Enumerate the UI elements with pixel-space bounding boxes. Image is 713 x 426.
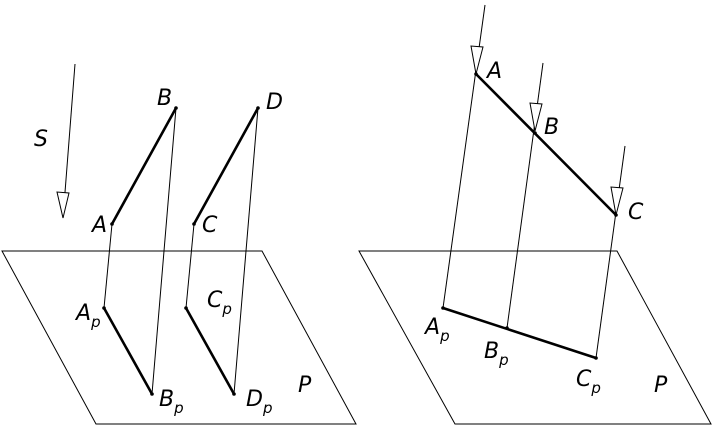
left-diagram: S B D A C Ap Cp Bp Dp P (1, 63, 357, 425)
right-label-bp: Bp (484, 339, 509, 369)
left-label-bp: Bp (159, 387, 184, 417)
left-point-d (256, 106, 260, 110)
right-segment-apcp (441, 306, 598, 360)
right-point-cp (594, 356, 598, 360)
left-segment-ab (110, 106, 178, 226)
left-point-c (192, 222, 196, 226)
right-label-ap: Ap (423, 315, 450, 345)
left-label-s: S (34, 127, 48, 152)
left-point-dp (232, 392, 236, 396)
left-ray-b (151, 107, 177, 395)
right-ray-c (595, 145, 626, 359)
right-point-bp (505, 326, 509, 330)
left-label-d: D (266, 90, 283, 115)
right-ray-b (506, 62, 544, 329)
left-point-bp (150, 392, 154, 396)
right-label-c: C (628, 200, 644, 225)
right-arrowhead-c (610, 186, 624, 216)
left-label-plane-p: P (298, 373, 312, 398)
left-ray-d (233, 107, 259, 395)
left-label-cp: Cp (207, 288, 232, 318)
right-plane-p (358, 250, 712, 425)
left-label-c: C (202, 213, 218, 238)
right-label-plane-p: P (654, 373, 668, 398)
left-point-ap (102, 306, 106, 310)
left-segment-apbp (102, 306, 154, 396)
right-label-a: A (485, 59, 502, 84)
left-segment-cpdp (184, 306, 236, 396)
right-segment-abc (474, 72, 618, 217)
left-label-dp: Dp (246, 387, 272, 417)
right-point-a (474, 72, 478, 76)
right-label-cp: Cp (576, 367, 601, 397)
right-label-b: B (544, 115, 559, 140)
left-point-b (174, 106, 178, 110)
left-ray-c (185, 223, 195, 309)
left-label-ap: Ap (74, 301, 101, 331)
right-arrowhead-b (529, 102, 543, 132)
left-label-b: B (157, 86, 172, 111)
left-segment-cd (192, 106, 260, 226)
left-point-a (110, 222, 114, 226)
right-point-b (533, 131, 537, 135)
right-arrowhead-a (470, 45, 484, 75)
left-ray-a (103, 223, 113, 309)
right-diagram: A B C Ap Bp Cp P (358, 4, 712, 425)
right-point-ap (441, 306, 445, 310)
left-plane-p (1, 250, 357, 425)
left-point-cp (184, 306, 188, 310)
left-direction-s-arrowhead (56, 191, 70, 219)
left-label-a: A (90, 213, 107, 238)
right-point-c (614, 213, 618, 217)
